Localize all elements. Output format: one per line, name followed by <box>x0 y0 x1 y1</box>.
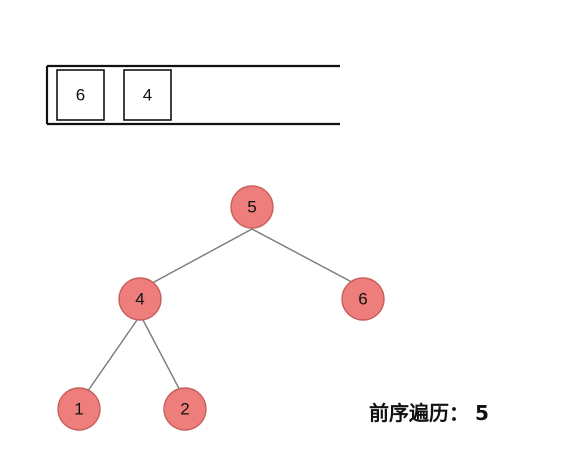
stack-cell: 6 <box>56 69 105 121</box>
tree-node-circle <box>163 387 207 431</box>
traversal-caption-label: 前序遍历： <box>369 401 469 425</box>
traversal-caption: 前序遍历：5 <box>369 397 489 426</box>
tree-node-circle <box>341 277 385 321</box>
traversal-caption-value: 5 <box>475 401 489 425</box>
tree-node: 1 <box>57 387 101 431</box>
stack-cell-label: 6 <box>76 86 85 105</box>
tree-node: 4 <box>118 277 162 321</box>
tree-node-label: 4 <box>135 290 144 309</box>
stack-cell-box <box>56 69 105 121</box>
tree-node-label: 5 <box>247 198 256 217</box>
tree-node-label: 6 <box>358 290 367 309</box>
stack-cell-box <box>123 69 172 121</box>
tree-node-label: 2 <box>180 400 189 419</box>
tree-edge <box>142 319 185 399</box>
tree-node-circle <box>230 185 274 229</box>
tree-node-circle <box>118 277 162 321</box>
tree-edges <box>82 228 364 399</box>
stack-cell: 4 <box>123 69 172 121</box>
tree-node: 5 <box>230 185 274 229</box>
tree-node: 6 <box>341 277 385 321</box>
tree-edge <box>82 319 138 399</box>
tree-edge <box>251 228 364 289</box>
stack-container: 6 4 <box>45 64 340 126</box>
tree-node-label: 1 <box>74 400 83 419</box>
stack-cell-label: 4 <box>143 86 152 105</box>
tree-edge <box>142 228 253 289</box>
tree-node: 2 <box>163 387 207 431</box>
tree-node-circle <box>57 387 101 431</box>
